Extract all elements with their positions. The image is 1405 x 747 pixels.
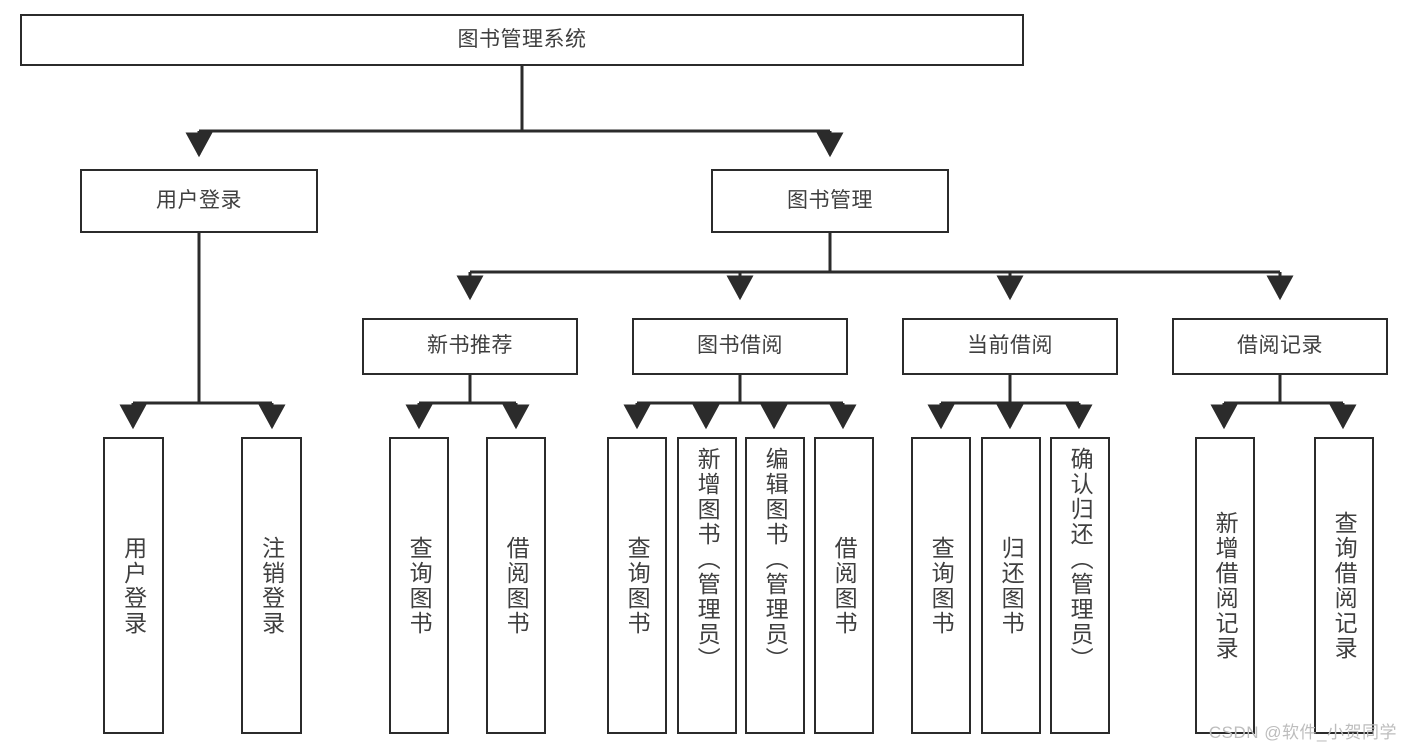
node-root[interactable]: 图书管理系统 xyxy=(20,14,1024,66)
leaf-query-books-recommend-label: 查询图书 xyxy=(406,535,433,636)
leaf-confirm-return-admin[interactable]: 确认归还（管理员） xyxy=(1050,437,1110,734)
leaf-query-books-current-label: 查询图书 xyxy=(928,535,955,636)
leaf-query-books-recommend[interactable]: 查询图书 xyxy=(389,437,449,734)
leaf-edit-book-admin[interactable]: 编辑图书（管理员） xyxy=(745,437,805,734)
leaf-query-borrow-record[interactable]: 查询借阅记录 xyxy=(1314,437,1374,734)
leaf-borrow-books-recommend[interactable]: 借阅图书 xyxy=(486,437,546,734)
leaf-add-book-admin-label: 新增图书（管理员） xyxy=(694,447,721,672)
node-book-management-label: 图书管理 xyxy=(787,188,873,212)
leaf-query-books-borrow-label: 查询图书 xyxy=(624,535,651,636)
leaf-query-borrow-record-label: 查询借阅记录 xyxy=(1331,510,1358,661)
leaf-user-login-label: 用户登录 xyxy=(120,535,147,636)
leaf-user-login[interactable]: 用户登录 xyxy=(103,437,164,734)
leaf-borrow-books-recommend-label: 借阅图书 xyxy=(503,535,530,636)
leaf-borrow-books-borrow[interactable]: 借阅图书 xyxy=(814,437,874,734)
csdn-watermark: CSDN @软件_小贺同学 xyxy=(1208,723,1397,742)
node-borrow-records[interactable]: 借阅记录 xyxy=(1172,318,1388,375)
leaf-logout[interactable]: 注销登录 xyxy=(241,437,302,734)
node-book-borrow-label: 图书借阅 xyxy=(697,334,783,358)
node-current-borrow-label: 当前借阅 xyxy=(967,334,1053,358)
node-current-borrow[interactable]: 当前借阅 xyxy=(902,318,1118,375)
node-book-borrow[interactable]: 图书借阅 xyxy=(632,318,848,375)
leaf-query-books-borrow[interactable]: 查询图书 xyxy=(607,437,667,734)
leaf-add-borrow-record-label: 新增借阅记录 xyxy=(1212,510,1239,661)
leaf-edit-book-admin-label: 编辑图书（管理员） xyxy=(762,447,789,672)
leaf-borrow-books-borrow-label: 借阅图书 xyxy=(831,535,858,636)
leaf-logout-label: 注销登录 xyxy=(258,535,285,636)
leaf-add-book-admin[interactable]: 新增图书（管理员） xyxy=(677,437,737,734)
node-user-login-label: 用户登录 xyxy=(156,188,242,212)
node-book-management[interactable]: 图书管理 xyxy=(711,169,949,233)
node-new-book-recommend[interactable]: 新书推荐 xyxy=(362,318,578,375)
leaf-confirm-return-admin-label: 确认归还（管理员） xyxy=(1067,447,1094,672)
leaf-return-books-label: 归还图书 xyxy=(998,535,1025,636)
leaf-query-books-current[interactable]: 查询图书 xyxy=(911,437,971,734)
node-root-label: 图书管理系统 xyxy=(457,27,587,51)
node-borrow-records-label: 借阅记录 xyxy=(1237,334,1323,358)
leaf-return-books[interactable]: 归还图书 xyxy=(981,437,1041,734)
leaf-add-borrow-record[interactable]: 新增借阅记录 xyxy=(1195,437,1255,734)
node-new-book-recommend-label: 新书推荐 xyxy=(427,334,513,358)
node-user-login[interactable]: 用户登录 xyxy=(80,169,318,233)
